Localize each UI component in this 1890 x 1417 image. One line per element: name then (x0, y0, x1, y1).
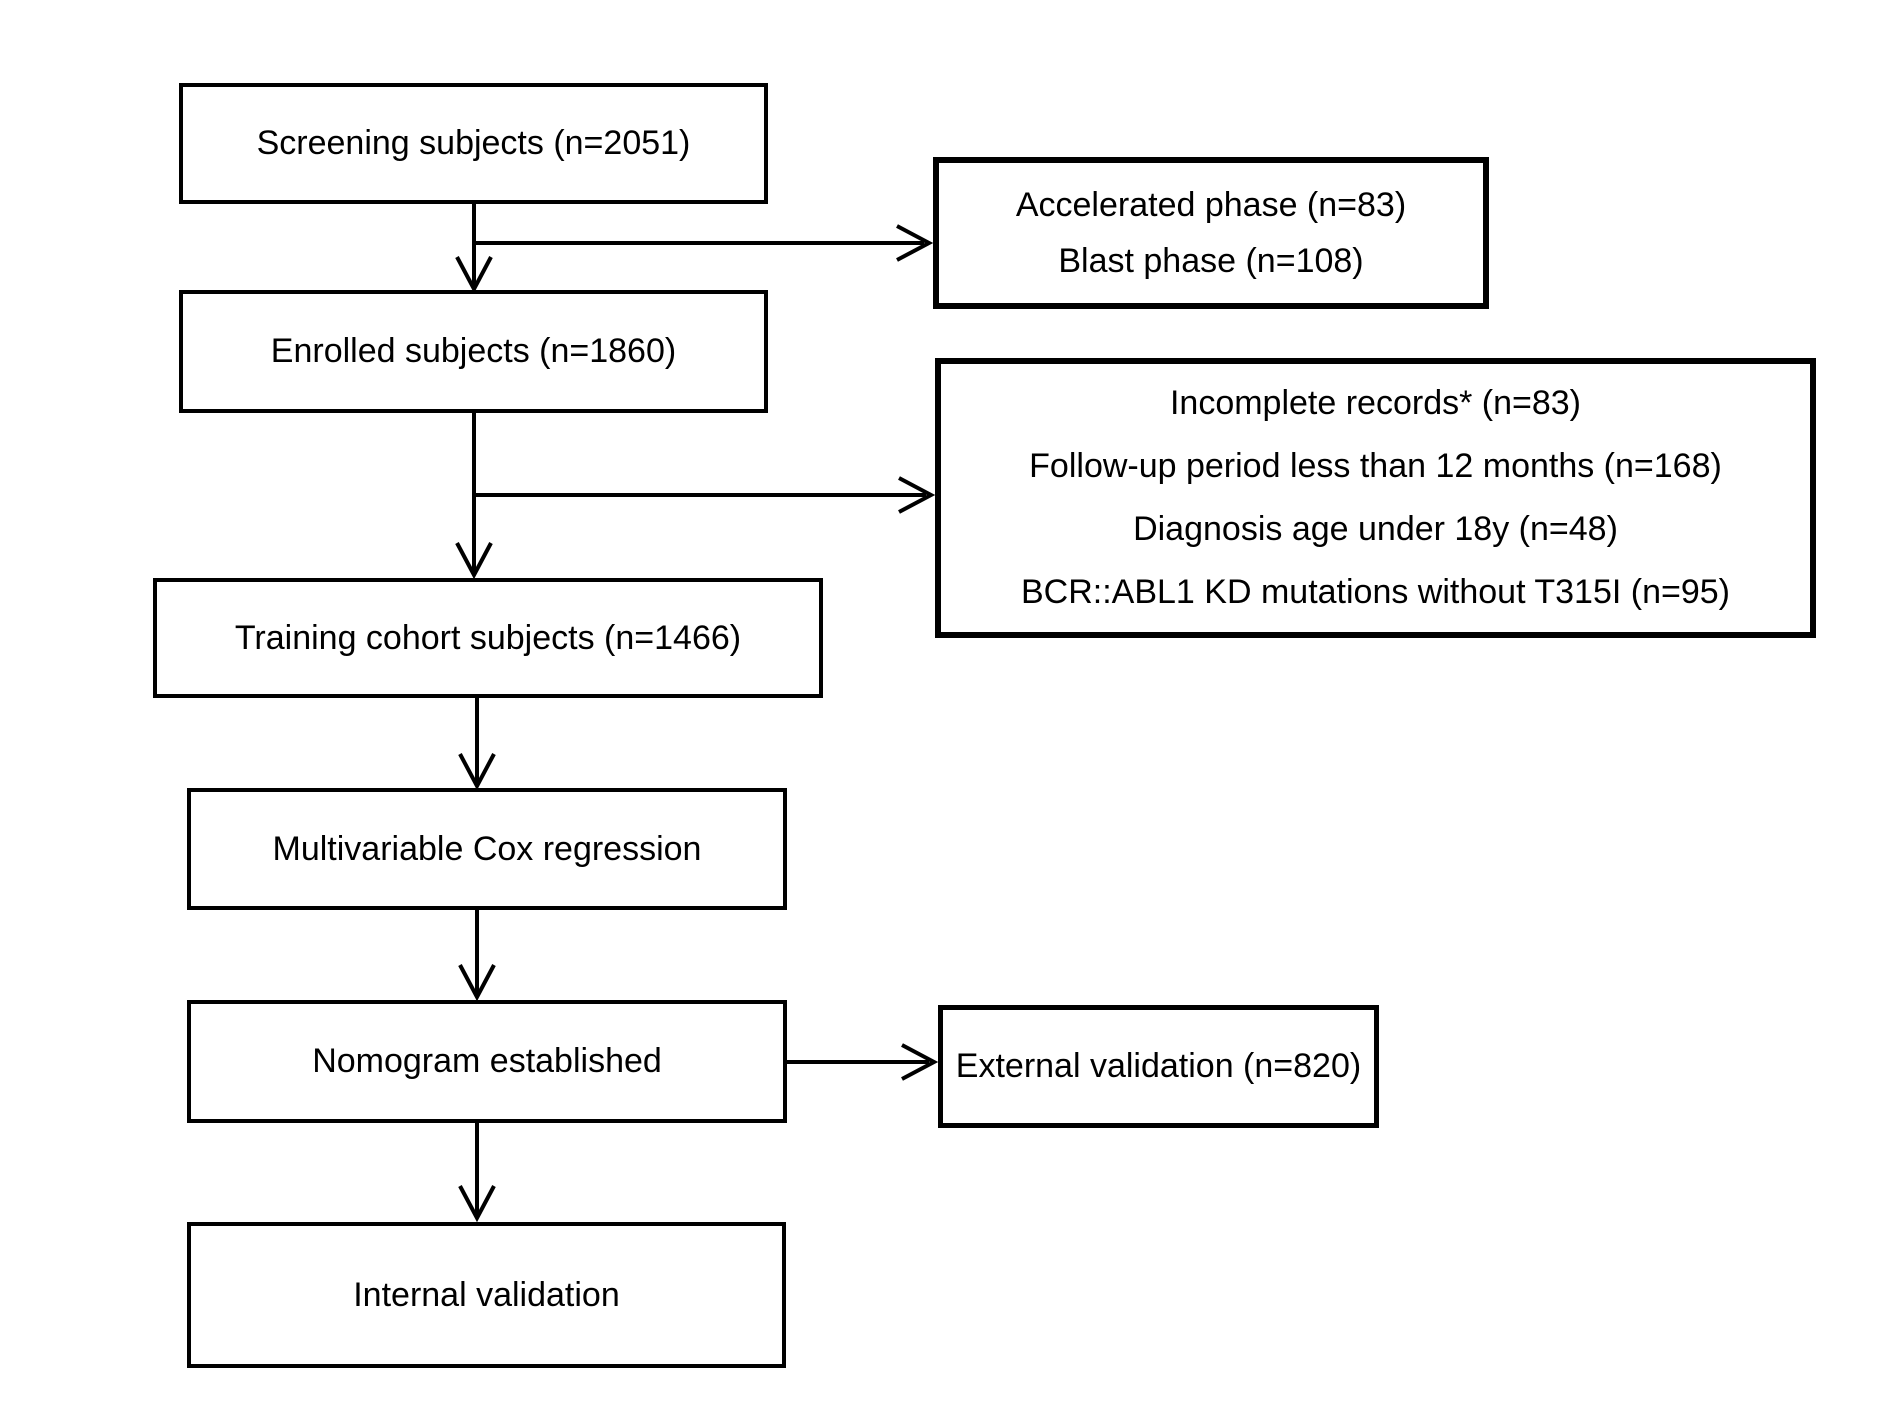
node-training-cohort: Training cohort subjects (n=1466) (153, 578, 823, 698)
arrow-training-to-cox (458, 697, 496, 791)
arrow-screening-to-enrolled (455, 203, 493, 294)
node-cox-regression: Multivariable Cox regression (187, 788, 787, 910)
node-external-validation: External validation (n=820) (938, 1005, 1379, 1128)
arrow-cox-to-nomogram (458, 909, 496, 1002)
node-excluded-phase: Accelerated phase (n=83) Blast phase (n=… (933, 157, 1489, 309)
node-label-line: Diagnosis age under 18y (n=48) (1133, 510, 1618, 548)
node-label-line: Blast phase (n=108) (1058, 242, 1364, 280)
arrow-enrolled-to-excluded-reasons (474, 476, 936, 514)
node-label: Screening subjects (n=2051) (256, 124, 691, 163)
arrow-nomogram-to-external (786, 1043, 939, 1081)
arrow-nomogram-to-internal (458, 1122, 496, 1223)
node-label: Nomogram established (312, 1042, 662, 1081)
node-label: Internal validation (353, 1275, 620, 1314)
node-label-line: Accelerated phase (n=83) (1015, 186, 1407, 224)
node-enrolled-subjects: Enrolled subjects (n=1860) (179, 290, 768, 413)
arrow-screening-to-excluded-phase (474, 224, 934, 262)
node-excluded-reasons: Incomplete records* (n=83) Follow-up per… (935, 358, 1816, 638)
node-label-line: Follow-up period less than 12 months (n=… (1029, 447, 1722, 485)
arrow-enrolled-to-training (455, 412, 493, 580)
node-label-line: BCR::ABL1 KD mutations without T315I (n=… (1020, 573, 1730, 611)
node-label: Multivariable Cox regression (272, 829, 702, 868)
node-nomogram-established: Nomogram established (187, 1000, 787, 1123)
node-internal-validation: Internal validation (187, 1222, 786, 1368)
node-label: Enrolled subjects (n=1860) (270, 332, 677, 371)
node-label: External validation (n=820) (955, 1047, 1362, 1086)
node-label-line: Incomplete records* (n=83) (1169, 384, 1582, 422)
node-label: Training cohort subjects (n=1466) (234, 618, 742, 657)
node-screening-subjects: Screening subjects (n=2051) (179, 83, 768, 204)
